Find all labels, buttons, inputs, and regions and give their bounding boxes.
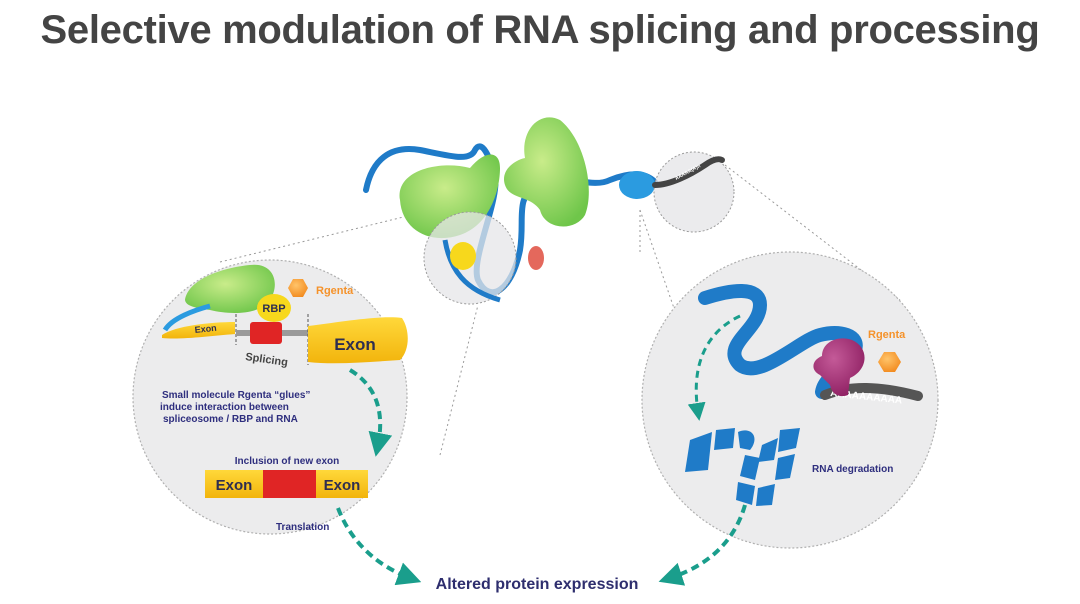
right-zoom-circle bbox=[641, 251, 939, 549]
splicing-arrow bbox=[348, 368, 393, 457]
exon-small-shape bbox=[162, 322, 235, 339]
exon-small-label: Exon bbox=[194, 323, 217, 335]
left-panel: Exon RBP Rgenta Exon Splicing Small mole… bbox=[160, 264, 408, 533]
translation-arrow bbox=[336, 507, 422, 586]
rbp-dot bbox=[450, 242, 476, 270]
zoom-guide-lines bbox=[219, 164, 901, 471]
right-panel: AAAAAAAAAA Rgenta RNA degradation bbox=[685, 284, 923, 506]
degradation-label: RNA degradation bbox=[812, 464, 893, 475]
exon-bar-right bbox=[316, 470, 368, 498]
polya-zoom-circle bbox=[653, 151, 735, 233]
spliceosome-right bbox=[504, 117, 589, 227]
polya-tail-top bbox=[652, 156, 725, 188]
degradation-arrow bbox=[687, 314, 741, 421]
degraded-rna-fragments bbox=[685, 428, 800, 506]
rgenta-hexagon-right bbox=[878, 352, 901, 372]
description-line-3: spliceosome / RBP and RNA bbox=[163, 414, 298, 425]
rgenta-label-left: Rgenta bbox=[316, 285, 354, 297]
rna-in-circle bbox=[442, 239, 501, 303]
new-exon-red bbox=[250, 322, 282, 344]
description-line-2: induce interaction between bbox=[160, 402, 289, 413]
exon-bar-left-label: Exon bbox=[216, 477, 253, 494]
exon-large-label: Exon bbox=[334, 335, 376, 354]
rgenta-hexagon-left bbox=[288, 279, 308, 297]
polya-tail-right bbox=[820, 383, 923, 401]
rna-left-panel bbox=[162, 303, 211, 332]
degrader-protein bbox=[813, 338, 865, 397]
rbp-circle bbox=[257, 294, 291, 322]
exon-bar-middle bbox=[263, 470, 316, 498]
splicing-label: Splicing bbox=[245, 351, 289, 369]
top-illustration: AAAAA(A)n bbox=[363, 117, 735, 305]
rgenta-label-right: Rgenta bbox=[868, 329, 906, 341]
translation-label: Translation bbox=[276, 522, 329, 533]
exon-large-shape bbox=[308, 317, 408, 364]
exon-bar-left bbox=[205, 470, 263, 498]
degradation-outcome-arrow bbox=[658, 504, 747, 586]
description-line-1: Small molecule Rgenta “glues” bbox=[162, 390, 310, 401]
blue-blob bbox=[619, 171, 655, 199]
rbp-label: RBP bbox=[262, 303, 285, 315]
exon-bar-right-label: Exon bbox=[324, 477, 361, 494]
exon-insert-red bbox=[528, 246, 544, 270]
page-title: Selective modulation of RNA splicing and… bbox=[40, 8, 1040, 52]
inclusion-label: Inclusion of new exon bbox=[235, 456, 339, 467]
outcome-label: Altered protein expression bbox=[436, 576, 639, 593]
spliceosome-left-panel bbox=[185, 264, 275, 313]
